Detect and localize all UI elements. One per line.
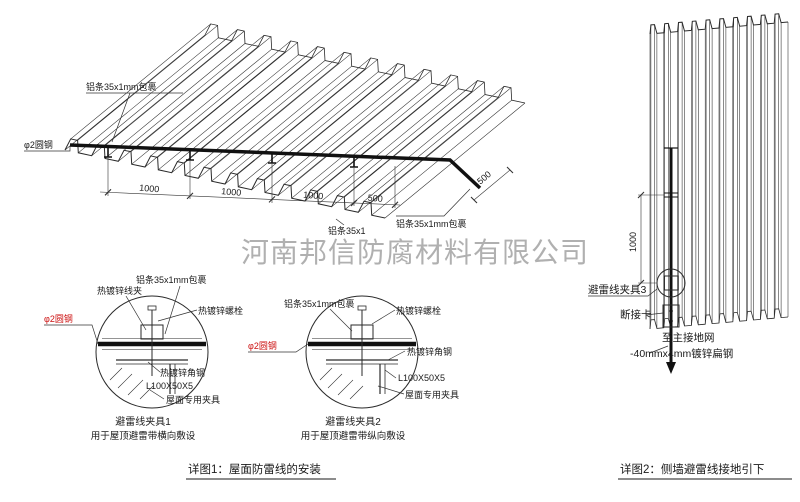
roof-label-aluminum-strip-right: 铝条35x1mm包裹 (396, 218, 467, 229)
detail1-label-angle-size: L100X50X5 (146, 381, 193, 391)
roof-dimension-lines (99, 158, 514, 209)
wall-clamp-symbol (663, 275, 679, 291)
detail2-label-roof-clamp: 屋面专用夹具 (405, 389, 459, 400)
detail-1-view: 热镀锌线夹 铝条35x1mm包裹 热镀锌螺栓 φ2圆钢 热镀锌角钢 L100X5… (44, 274, 243, 442)
roof-dim-4: 500 (367, 193, 383, 204)
caption-detail2: 详图2：侧墙避雷线接地引下 (620, 462, 764, 476)
roof-dim-3: 1000 (303, 190, 324, 202)
detail1-title: 避雷线夹具1 (115, 415, 171, 428)
roof-label-aluminum-strip-bottom: 铝条35x1 (328, 225, 366, 236)
detail2-label-round-steel: φ2圆钢 (248, 340, 277, 351)
detail2-title: 避雷线夹具2 (325, 415, 381, 428)
roof-corrugated-sheet (64, 23, 526, 219)
roof-view: 1000 1000 1000 500 500 铝条35x1mm包裹 φ2圆钢 铝… (24, 23, 526, 236)
disconnect-link-symbol (662, 304, 680, 328)
detail-2-view: 铝条35x1mm包裹 热镀锌螺栓 φ2圆钢 热镀锌角钢 L100X50X5 屋面… (248, 296, 459, 442)
detail1-label-bolt: 热镀锌螺栓 (198, 305, 243, 316)
wall-label-to-ground: 至主接地网 (662, 331, 715, 344)
wall-dimension (637, 191, 665, 287)
roof-wire-clamps (104, 147, 358, 168)
detail2-leader-lines (248, 308, 406, 395)
watermark-text: 河南邦信防腐材料有限公司 (241, 237, 589, 268)
wall-label-clamp3: 避雷线夹具3 (588, 283, 646, 296)
roof-leader-lines (24, 92, 471, 226)
roof-label-aluminum-strip-top: 铝条35x1mm包裹 (86, 81, 157, 92)
detail2-subtitle: 用于屋顶避雷带纵向敷设 (301, 430, 406, 442)
detail1-label-wire-clip: 热镀锌线夹 (97, 285, 142, 296)
detail1-leader-lines (44, 285, 198, 400)
roof-dim-1: 1000 (139, 183, 160, 195)
wall-leader-lines (588, 288, 669, 354)
detail2-label-strip: 铝条35x1mm包裹 (284, 298, 355, 309)
caption-detail1: 详图1：屋面防雷线的安装 (188, 462, 321, 476)
detail1-label-strip: 铝条35x1mm包裹 (136, 274, 207, 285)
ground-arrow (666, 362, 676, 374)
wall-down-conductor (656, 147, 686, 374)
detail1-label-angle-steel: 热镀锌角钢 (160, 367, 205, 378)
roof-label-round-steel: φ2圆钢 (24, 139, 53, 150)
detail2-label-angle-size: L100X50X5 (398, 373, 445, 383)
detail2-label-bolt: 热镀锌螺栓 (396, 305, 441, 316)
detail1-label-round-steel: φ2圆钢 (44, 313, 73, 324)
wall-label-flat-steel: -40mmx4mm镀锌扁钢 (630, 347, 733, 360)
roof-lightning-conductor (69, 143, 482, 190)
detail2-label-angle-steel: 热镀锌角钢 (407, 346, 452, 357)
detail1-subtitle: 用于屋顶避雷带横向敷设 (91, 430, 196, 442)
wall-view: 1000 避雷线夹具3 断接卡 至主接地网 -40mmx4mm镀锌扁钢 (588, 13, 789, 374)
roof-dim-2: 1000 (221, 186, 242, 198)
wall-dim-vertical: 1000 (628, 232, 638, 252)
wall-label-disconnect: 断接卡 (620, 308, 652, 321)
wall-corrugated-sheet (649, 13, 789, 330)
detail1-label-roof-clamp: 屋面专用夹具 (166, 394, 220, 405)
